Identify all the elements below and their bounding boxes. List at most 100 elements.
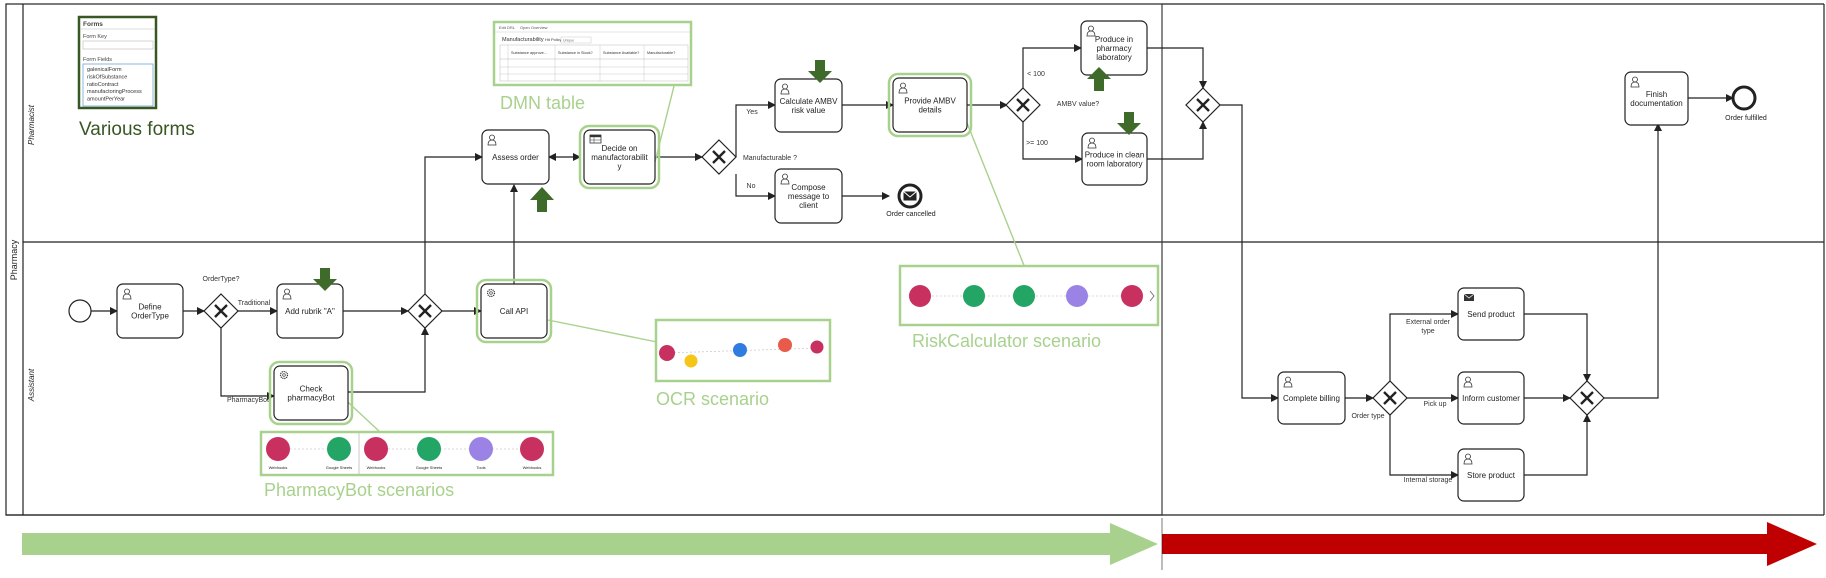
- task-label: details: [918, 106, 941, 115]
- label-order-type-q: OrderType?: [203, 276, 240, 283]
- gateway-merge-1[interactable]: [407, 293, 443, 329]
- risk-node-webhook-icon-2: [1121, 285, 1143, 307]
- gateway-order-type[interactable]: [203, 293, 239, 329]
- task-label: Decide on: [601, 144, 637, 153]
- marker-arrow-down-add-rubrik: [313, 268, 337, 291]
- forms-panel[interactable]: Forms Form Key Form Fields galenicalForm…: [77, 15, 158, 110]
- start-event[interactable]: [68, 299, 92, 323]
- dmn-panel[interactable]: Edit DRL Open Overview Manufacturability…: [492, 20, 693, 87]
- task-label: Inform customer: [1462, 394, 1520, 403]
- task-label: risk value: [792, 106, 826, 115]
- user-task-icon: [1630, 76, 1640, 88]
- task-label: room laboratory: [1086, 160, 1142, 169]
- gateway-order-type-2[interactable]: [1372, 380, 1408, 416]
- gateway-delivery-merge[interactable]: [1569, 380, 1605, 416]
- user-task-icon: [1086, 25, 1096, 37]
- label-internal-storage: Internal storage: [1404, 477, 1453, 484]
- pool: Pharmacy Pharmacist Assistant: [5, 3, 1825, 516]
- dmn-name: Manufacturability: [502, 37, 544, 43]
- task-label: Complete billing: [1283, 394, 1340, 403]
- gateway-manufacturable[interactable]: [701, 139, 737, 175]
- forms-panel-form-fields: Form Fields: [83, 57, 112, 63]
- risk-chevron-right-icon: [1149, 290, 1155, 302]
- task-label: OrderType: [131, 312, 169, 321]
- task-label: Store product: [1467, 471, 1516, 480]
- end-event-order-cancelled[interactable]: [897, 183, 923, 209]
- task-label: message to: [788, 192, 830, 201]
- task-label: pharmacyBot: [287, 394, 335, 403]
- task-store-product[interactable]: Store product: [1457, 448, 1525, 502]
- send-task-icon: [1463, 293, 1475, 301]
- service-task-icon: [279, 370, 289, 380]
- task-complete-billing[interactable]: Complete billing: [1277, 371, 1346, 425]
- user-task-icon: [1463, 376, 1473, 388]
- message-icon: [903, 191, 917, 201]
- task-add-rubrik[interactable]: Add rubrik "A": [276, 283, 344, 339]
- gateway-ambv-value[interactable]: [1005, 87, 1041, 123]
- task-label: client: [799, 201, 818, 210]
- rule-task-icon: [589, 134, 602, 144]
- gateway-production-merge[interactable]: [1185, 87, 1221, 123]
- form-field-item[interactable]: amountPerYear: [87, 97, 125, 103]
- ocr-scenario-panel[interactable]: [654, 318, 832, 383]
- pb-node-webhook-icon: [266, 437, 290, 461]
- task-label: Add rubrik "A": [285, 307, 335, 316]
- task-send-product[interactable]: Send product: [1457, 287, 1525, 341]
- annotation-forms: Various forms: [79, 119, 195, 140]
- label-external-order-2: type: [1421, 328, 1434, 335]
- user-task-icon: [1283, 376, 1293, 388]
- user-task-icon: [780, 83, 790, 95]
- task-assess-order[interactable]: Assess order: [481, 129, 550, 185]
- task-label: Produce in clean: [1085, 151, 1145, 160]
- task-label: Check: [300, 385, 324, 394]
- task-label: pharmacy: [1096, 44, 1131, 53]
- marker-arrows: [313, 60, 1141, 291]
- pb-label-webhooks-2: Webhooks: [367, 465, 386, 470]
- task-inform-customer[interactable]: Inform customer: [1457, 371, 1525, 425]
- phase-arrow-red: [1162, 522, 1817, 566]
- forms-panel-title: Forms: [83, 21, 103, 28]
- ocr-node-red-icon: [778, 338, 792, 352]
- flow-labels: OrderType? Traditional PharmacyBot Manuf…: [203, 71, 1453, 484]
- pb-label-webhooks: Webhooks: [269, 465, 288, 470]
- task-label: manufactorabilit: [591, 153, 648, 162]
- annotation-ocr: OCR scenario: [656, 389, 769, 409]
- end-event-order-fulfilled[interactable]: [1731, 85, 1757, 111]
- pharmacybot-scenario-panel[interactable]: Webhooks Google Sheets Webhooks Google S…: [259, 430, 555, 477]
- ocr-node-webhook-icon: [659, 345, 675, 361]
- risk-node-tools-icon: [1066, 285, 1088, 307]
- phase-arrows: [22, 518, 1817, 570]
- label-no: No: [747, 183, 756, 190]
- user-task-icon: [122, 288, 132, 300]
- user-task-icon: [487, 134, 497, 146]
- form-field-item[interactable]: manufactoringProcess: [87, 89, 142, 95]
- user-task-icon: [282, 288, 292, 300]
- form-field-item[interactable]: riskOfSubstance: [87, 74, 127, 80]
- user-task-icon: [1463, 453, 1473, 465]
- form-field-item[interactable]: ratioContract: [87, 82, 119, 88]
- pb-node-webhook-icon-3: [520, 437, 544, 461]
- task-label: laboratory: [1096, 53, 1132, 62]
- pb-label-sheets-2: Google Sheets: [416, 465, 442, 470]
- risk-scenario-panel[interactable]: [898, 264, 1160, 327]
- pb-label-tools: Tools: [476, 465, 485, 470]
- task-label: Send product: [1467, 310, 1515, 319]
- service-task-icon: [486, 288, 496, 298]
- label-traditional: Traditional: [238, 300, 271, 307]
- lane-pharmacist: Pharmacist: [27, 104, 36, 145]
- pb-node-sheets-icon: [327, 437, 351, 461]
- task-call-api[interactable]: Call API: [475, 278, 553, 344]
- form-field-item[interactable]: galenicalForm: [87, 67, 122, 73]
- task-label: documentation: [1630, 99, 1682, 108]
- annotation-pharmacybot: PharmacyBot scenarios: [264, 480, 454, 500]
